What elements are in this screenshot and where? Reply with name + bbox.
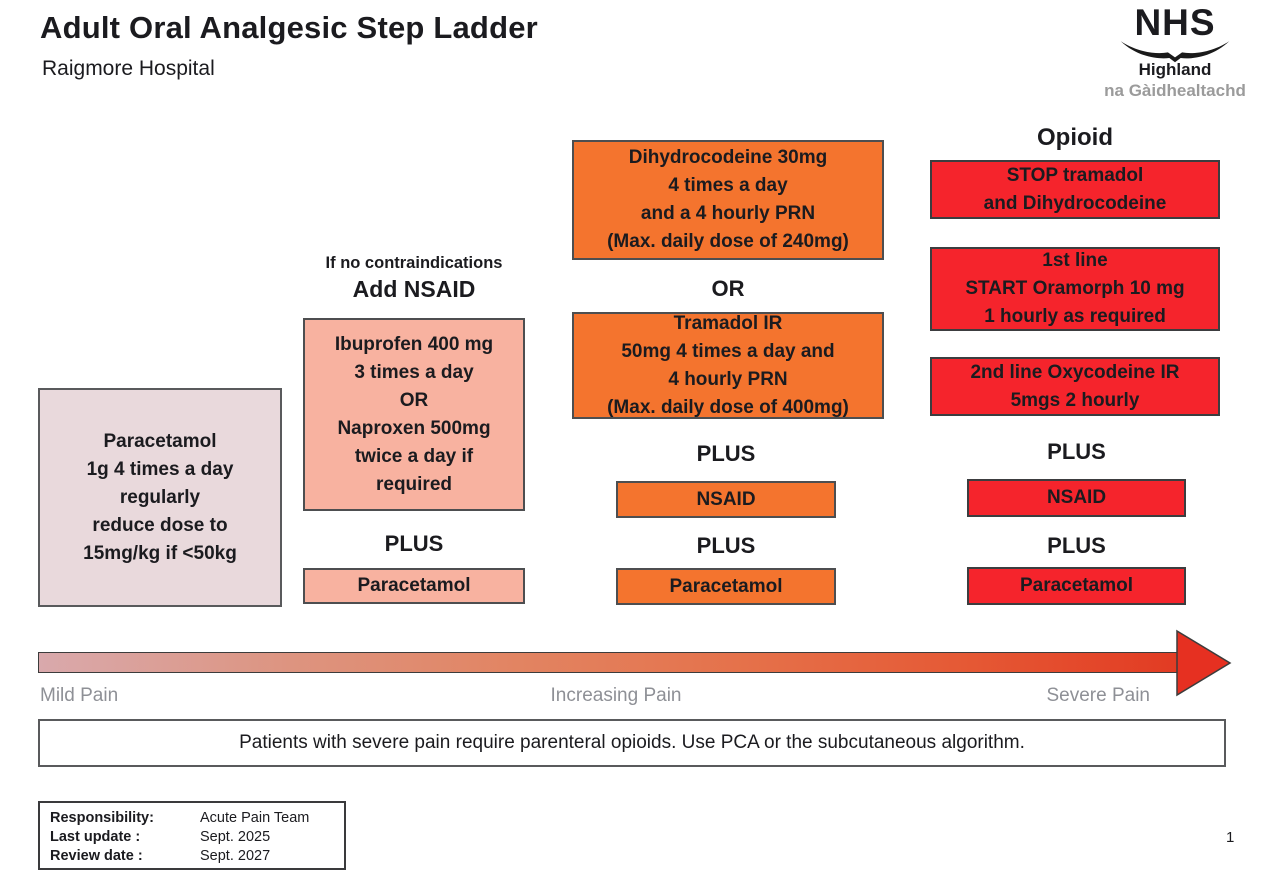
step3-paracetamol-box: Paracetamol	[616, 568, 836, 605]
review-date-value: Sept. 2027	[200, 848, 271, 864]
step2-contraindications-label: If no contraindications	[325, 254, 503, 272]
step3-or-label: OR	[711, 276, 745, 301]
responsibility-label: Responsibility:	[50, 810, 154, 826]
severe-pain-notice: Patients with severe pain require parent…	[38, 719, 1226, 767]
page-title: Adult Oral Analgesic Step Ladder	[40, 10, 538, 45]
responsibility-table: Responsibility: Acute Pain Team Last upd…	[38, 801, 346, 870]
nhs-region-text: Highland	[1138, 60, 1212, 79]
review-date-row: Review date : Sept. 2027	[50, 847, 334, 866]
last-update-value: Sept. 2025	[200, 829, 271, 845]
nhs-gaelic-text: na Gàidhealtachd	[1104, 81, 1246, 100]
step2-header: Add NSAID	[352, 276, 476, 302]
step3-plus-label-1: PLUS	[696, 441, 756, 466]
step2-paracetamol-box: Paracetamol	[303, 568, 525, 604]
nhs-logo-text: NHS	[1134, 2, 1216, 43]
page-subtitle: Raigmore Hospital	[42, 57, 215, 80]
step4-paracetamol-box: Paracetamol	[967, 567, 1186, 605]
step3-nsaid-box: NSAID	[616, 481, 836, 518]
severe-pain-label: Severe Pain	[1046, 685, 1150, 706]
nhs-highland-logo: NHS Highland na Gàidhealtachd	[1100, 4, 1250, 101]
review-date-label: Review date :	[50, 848, 143, 864]
responsibility-value: Acute Pain Team	[200, 810, 310, 826]
page-number: 1	[1226, 829, 1235, 846]
pain-arrowhead-icon	[1176, 629, 1232, 697]
last-update-row: Last update : Sept. 2025	[50, 828, 334, 847]
nhs-swoosh-icon	[1120, 41, 1230, 63]
responsibility-row: Responsibility: Acute Pain Team	[50, 809, 334, 828]
step4-plus-label-1: PLUS	[1047, 439, 1106, 464]
increasing-pain-label: Increasing Pain	[550, 685, 682, 706]
step2-plus-label: PLUS	[384, 531, 444, 556]
mild-pain-label: Mild Pain	[40, 685, 119, 706]
pain-gradient-bar	[38, 652, 1179, 673]
step4-header: Opioid	[1037, 124, 1113, 151]
step4-plus-label-2: PLUS	[1047, 533, 1106, 558]
last-update-label: Last update :	[50, 829, 141, 845]
step3-plus-label-2: PLUS	[696, 533, 756, 558]
step4-nsaid-box: NSAID	[967, 479, 1186, 517]
